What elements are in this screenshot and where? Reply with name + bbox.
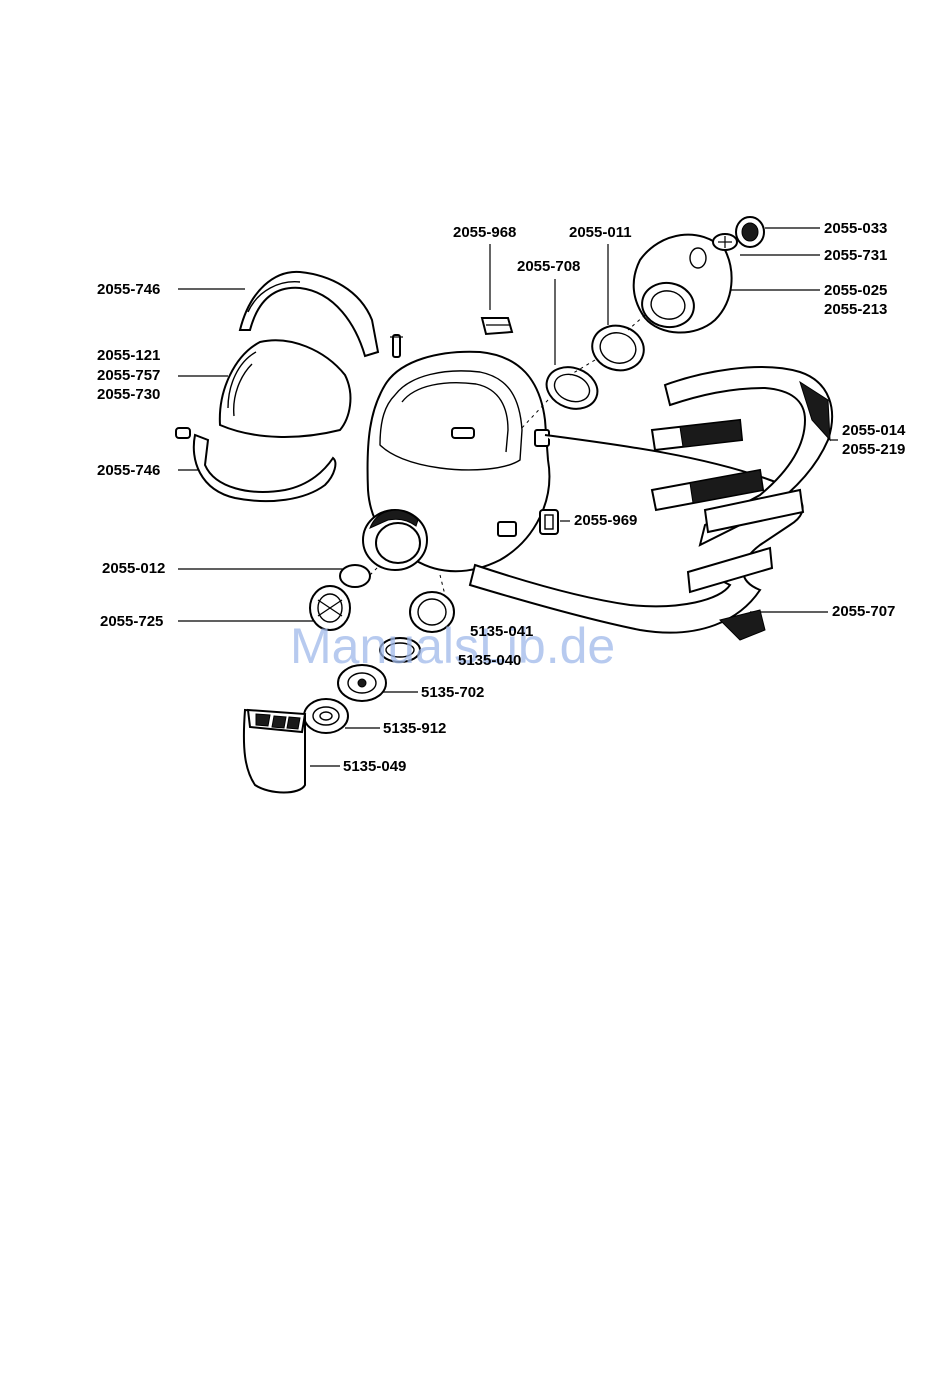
cover-5135-049	[244, 710, 305, 793]
valve-housing-2055-025	[628, 235, 732, 333]
mask-body	[363, 352, 549, 571]
label-2055-014: 2055-014	[842, 422, 905, 440]
label-2055-708: 2055-708	[517, 258, 580, 276]
label-2055-746-top: 2055-746	[97, 281, 160, 299]
label-2055-731: 2055-731	[824, 247, 887, 265]
label-2055-025: 2055-025	[824, 282, 887, 300]
label-2055-012: 2055-012	[102, 560, 165, 578]
label-2055-968: 2055-968	[453, 224, 516, 242]
label-2055-219: 2055-219	[842, 441, 905, 459]
label-2055-707: 2055-707	[832, 603, 895, 621]
label-2055-213: 2055-213	[824, 301, 887, 319]
label-2055-033: 2055-033	[824, 220, 887, 238]
screw	[390, 335, 403, 357]
buckle-2055-969	[540, 510, 558, 534]
label-2055-746-bottom: 2055-746	[97, 462, 160, 480]
valve-clip-2055-968	[482, 318, 512, 334]
label-5135-049: 5135-049	[343, 758, 406, 776]
label-5135-040: 5135-040	[458, 652, 521, 670]
label-5135-912: 5135-912	[383, 720, 446, 738]
label-2055-730: 2055-730	[97, 386, 160, 404]
part-5135-912	[304, 699, 348, 733]
label-5135-041: 5135-041	[470, 623, 533, 641]
watermark-text: ManualsLib.de	[290, 617, 615, 675]
label-2055-725: 2055-725	[100, 613, 163, 631]
label-2055-969: 2055-969	[574, 512, 637, 530]
label-5135-702: 5135-702	[421, 684, 484, 702]
label-2055-121: 2055-121	[97, 347, 160, 365]
label-2055-757: 2055-757	[97, 367, 160, 385]
visor-lens	[220, 340, 351, 437]
ring-2055-011	[570, 320, 649, 376]
membrane-2055-012	[340, 565, 380, 587]
valve-disc-2055-731	[713, 234, 737, 250]
label-2055-011: 2055-011	[569, 224, 632, 242]
visor-frame-bottom	[176, 428, 335, 501]
valve-cap-2055-033	[736, 217, 764, 247]
